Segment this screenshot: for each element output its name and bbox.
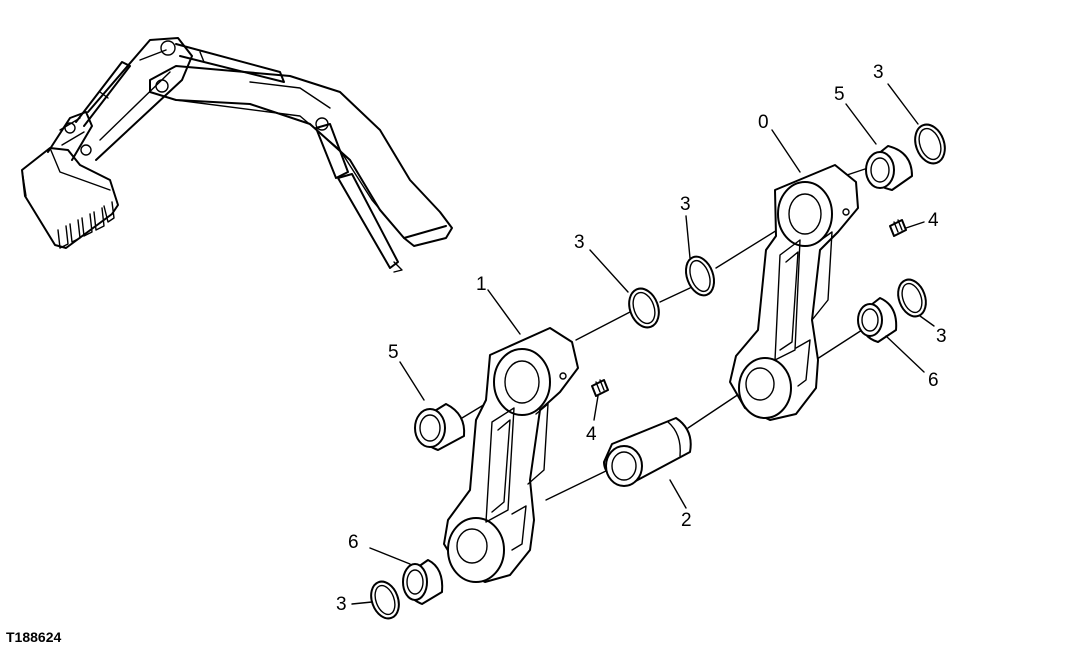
callout-bushing-lower-right: 6 xyxy=(928,370,939,391)
figure-id: T188624 xyxy=(6,629,61,645)
bushing-top-right[interactable] xyxy=(865,145,913,191)
callout-bushing-left: 5 xyxy=(388,342,399,363)
callout-pin: 2 xyxy=(681,510,692,531)
callout-fitting-left: 4 xyxy=(586,424,597,445)
callout-bushing-top-right: 5 xyxy=(834,84,845,105)
ring-right-lower[interactable] xyxy=(893,276,930,321)
callout-ring-right-lower: 3 xyxy=(936,326,947,347)
link-right[interactable] xyxy=(729,164,859,421)
callout-fitting-right: 4 xyxy=(928,210,939,231)
ring-top-far[interactable] xyxy=(910,120,950,167)
bushing-bottom-left[interactable] xyxy=(402,559,444,605)
pin[interactable] xyxy=(603,417,692,487)
callout-ring-mid-right: 3 xyxy=(680,194,691,215)
link-left[interactable] xyxy=(443,327,579,583)
fitting-right[interactable] xyxy=(889,219,907,237)
callout-ring-top-far: 3 xyxy=(873,62,884,83)
ring-mid-left[interactable] xyxy=(624,284,664,331)
callout-bushing-bottom-left: 6 xyxy=(348,532,359,553)
ring-mid-right[interactable] xyxy=(681,253,719,299)
leader-lines xyxy=(351,83,935,605)
callout-ring-mid-left: 3 xyxy=(574,232,585,253)
excavator-arm-overview xyxy=(21,37,453,273)
callout-ring-bottom-left: 3 xyxy=(336,594,347,615)
callout-link-right: 0 xyxy=(758,112,769,133)
callouts: 0 1 2 3 3 3 3 3 4 4 5 5 6 6 xyxy=(336,62,947,615)
callout-link-left: 1 xyxy=(476,274,487,295)
ring-bottom-left[interactable] xyxy=(366,578,403,623)
bushing-left[interactable] xyxy=(414,403,466,451)
fitting-left[interactable] xyxy=(591,379,609,397)
bushing-lower-right[interactable] xyxy=(857,297,898,343)
